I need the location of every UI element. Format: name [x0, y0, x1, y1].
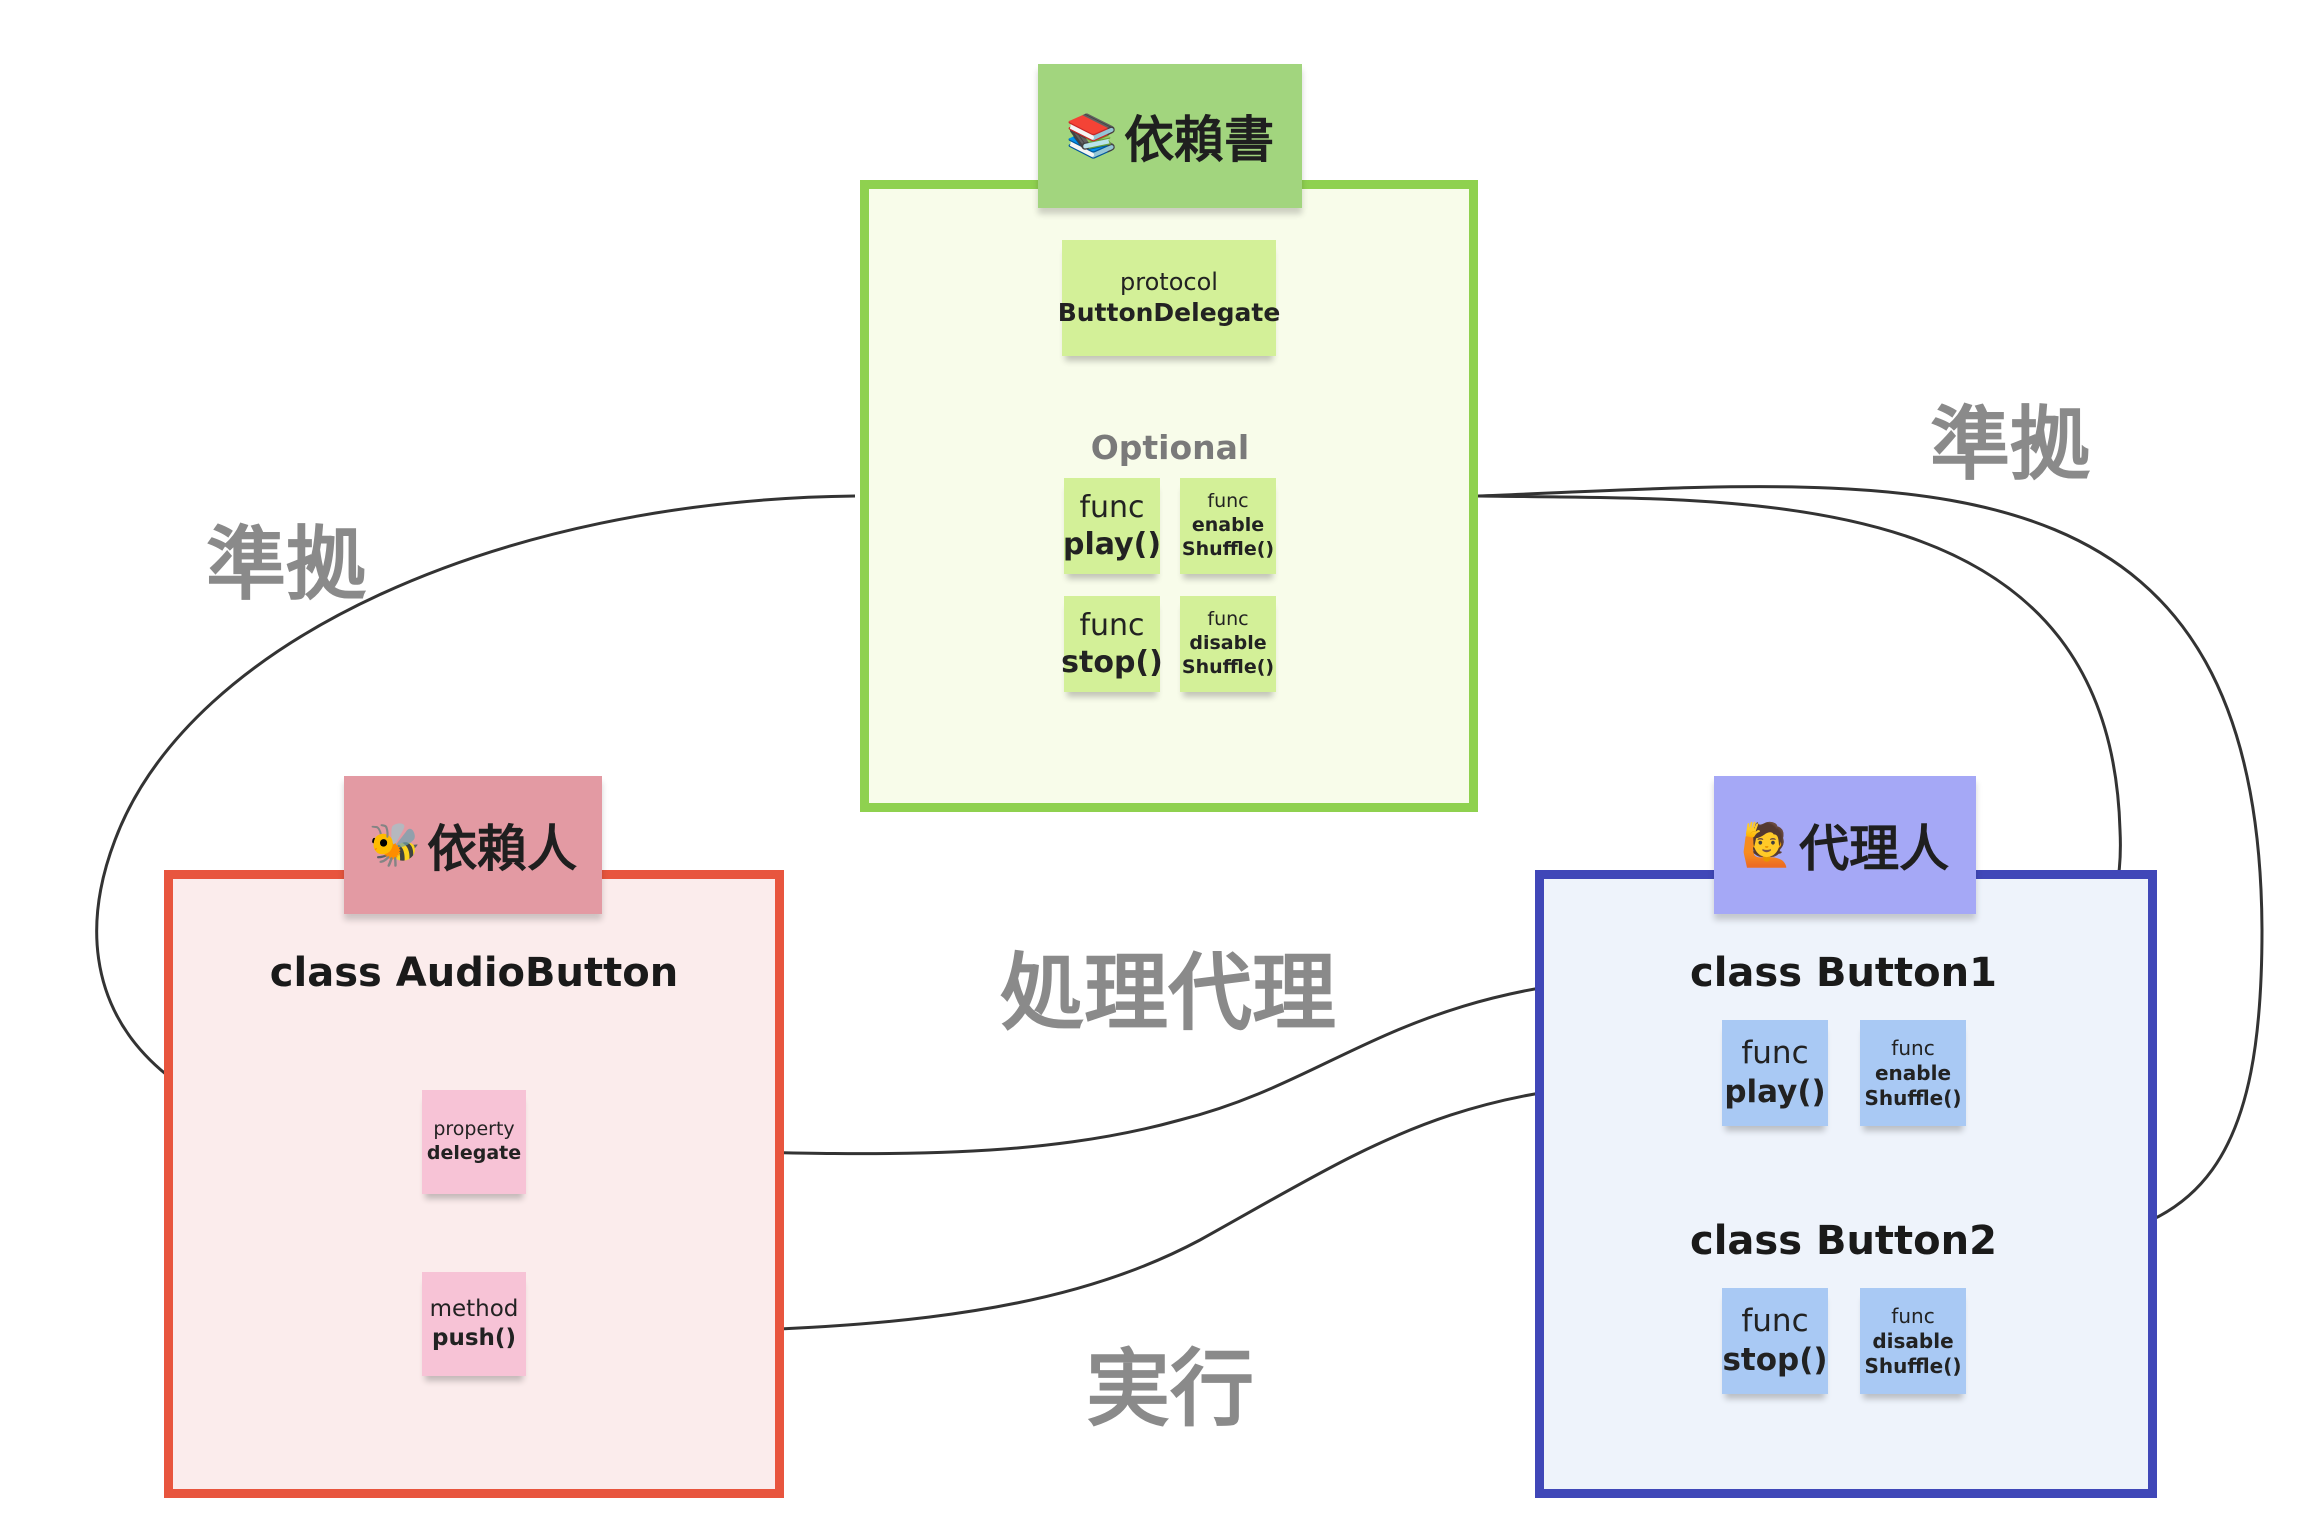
button2-class-name: class Button2 [1690, 1218, 1997, 1264]
books-icon: 📚 [1065, 111, 1119, 160]
button1-enable-shuffle-note: func enable Shuffle() [1860, 1020, 1966, 1126]
conform-button2-connector [1477, 485, 2264, 1243]
requirement-header-label: 依賴書 [1124, 111, 1275, 169]
agent-frame [1535, 870, 2157, 1498]
protocol-keyword: protocol [1120, 268, 1218, 297]
bee-icon: 🐝 [368, 820, 422, 869]
execute-label: 実行 [1086, 1340, 1255, 1438]
agent-header: 🙋 代理人 [1714, 776, 1976, 914]
req-stop-note: func stop() [1061, 596, 1163, 692]
conform-right-label: 準拠 [1930, 398, 2090, 491]
push-method-note: method push() [422, 1272, 526, 1376]
protocol-note: protocol ButtonDelegate [1058, 240, 1280, 356]
button1-class-name: class Button1 [1690, 950, 1997, 996]
req-disable-shuffle-note: func disable Shuffle() [1180, 596, 1276, 692]
button2-disable-shuffle-note: func disable Shuffle() [1860, 1288, 1966, 1394]
conform-left-label: 準拠 [206, 518, 366, 611]
person-raising-hand-icon: 🙋 [1740, 820, 1794, 869]
execute-connector [529, 1080, 1715, 1334]
client-header: 🐝 依賴人 [344, 776, 602, 914]
handle-delegate-label: 処理代理 [1000, 944, 1337, 1042]
audiobutton-class-name: class AudioButton [269, 950, 679, 996]
protocol-name: ButtonDelegate [1057, 298, 1281, 328]
button1-play-note: func play() [1722, 1020, 1828, 1126]
button2-stop-note: func stop() [1722, 1288, 1828, 1394]
req-play-note: func play() [1063, 478, 1161, 574]
req-enable-shuffle-note: func enable Shuffle() [1180, 478, 1276, 574]
requirement-header: 📚 依賴書 [1038, 64, 1302, 208]
delegate-property-note: property delegate [422, 1090, 526, 1194]
optional-label: Optional [1090, 428, 1250, 467]
agent-header-label: 代理人 [1799, 820, 1950, 878]
client-header-label: 依賴人 [427, 820, 578, 878]
